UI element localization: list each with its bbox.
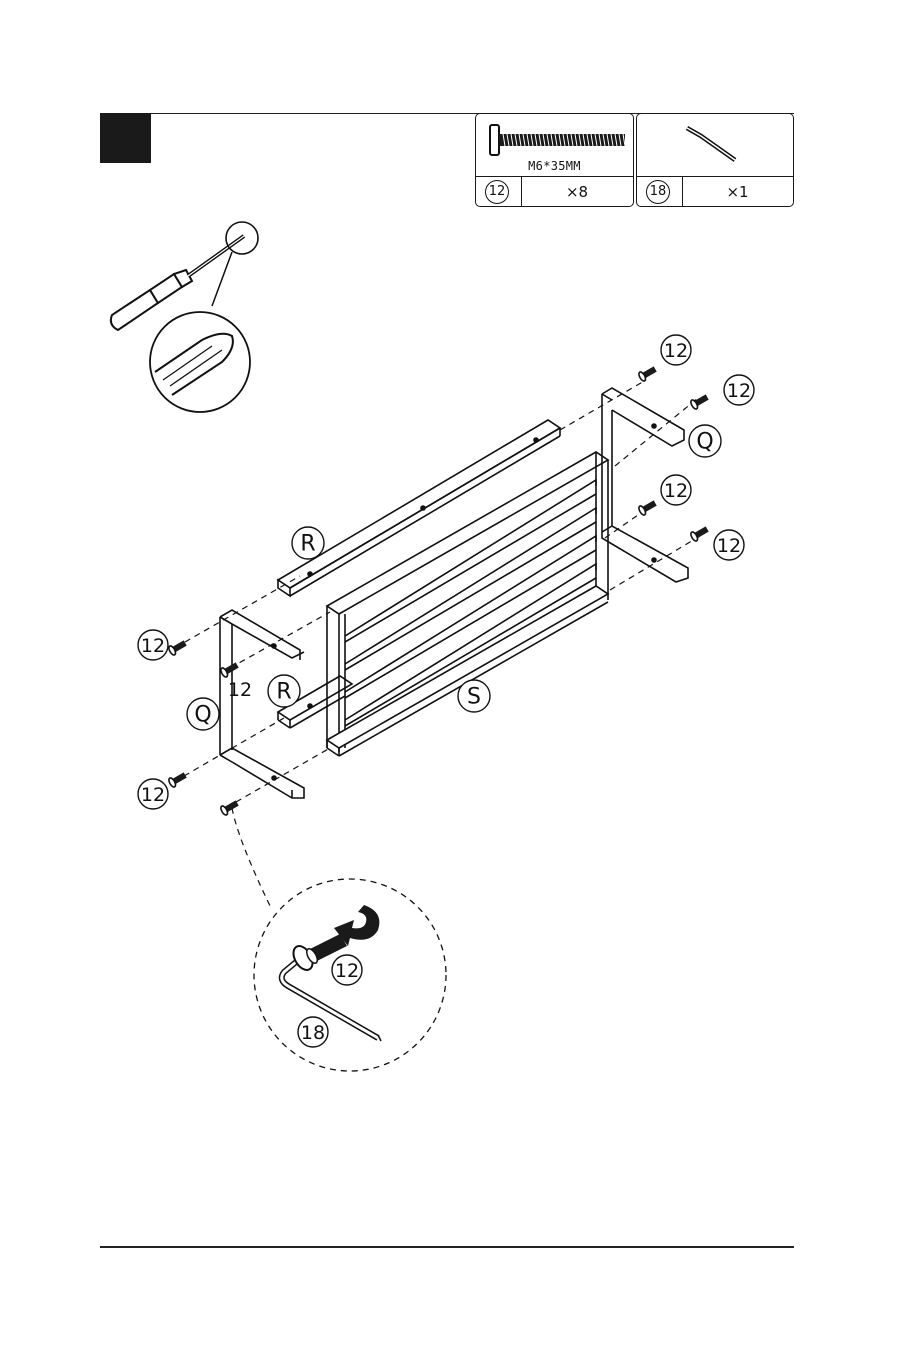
callout-text: 12 <box>727 380 751 402</box>
bolt-icon <box>168 639 188 656</box>
part-callout: 12 <box>332 955 362 985</box>
bolt-icon <box>220 661 240 678</box>
part-callout: 12 <box>661 335 691 365</box>
callout-text: 12 <box>664 480 688 502</box>
part-callout: 12 <box>661 475 691 505</box>
callout-text: S <box>467 685 481 710</box>
part-callout: 12 <box>138 630 168 660</box>
callout-text: R <box>300 532 315 557</box>
part-callout: 12 <box>724 375 754 405</box>
callout-text: R <box>276 680 291 705</box>
part-callout: Q <box>187 698 219 730</box>
callout-text: Q <box>194 703 211 728</box>
part-callout: R <box>268 675 300 707</box>
bolt-icon <box>690 393 710 410</box>
bolt-icon <box>638 499 658 516</box>
callout-text: 18 <box>301 1022 325 1044</box>
part-callout: 18 <box>298 1017 328 1047</box>
callout-text: 12 <box>141 635 165 657</box>
callout-text: 12 <box>228 679 252 701</box>
bolt-icon <box>690 525 710 542</box>
callout-text: 12 <box>717 535 741 557</box>
part-callout: S <box>458 680 490 712</box>
callout-text: 12 <box>664 340 688 362</box>
labels-layer: 12 12 12 12 12 12 12 12 18 Q Q R R S <box>138 335 754 1047</box>
bolt-icon <box>168 771 188 788</box>
part-callout: Q <box>689 425 721 457</box>
part-callout: R <box>292 527 324 559</box>
screwdriver-icon <box>111 222 258 412</box>
alignment-guides <box>184 380 700 910</box>
part-callout: 12 <box>228 679 252 701</box>
callout-text: 12 <box>141 784 165 806</box>
footer-rule <box>100 1246 794 1248</box>
part-callout: 12 <box>714 530 744 560</box>
bolts-layer <box>168 365 710 816</box>
callout-text: Q <box>696 430 713 455</box>
bolt-icon <box>638 365 658 382</box>
callout-text: 12 <box>335 960 359 982</box>
part-callout: 12 <box>138 779 168 809</box>
